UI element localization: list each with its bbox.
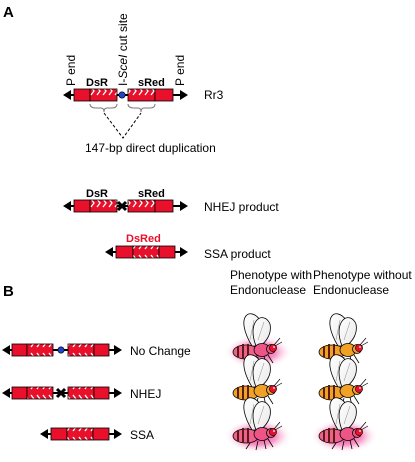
gene-label-dsr-nhej: DsR [86, 188, 108, 200]
gene-label-dsr: DsR [86, 77, 108, 89]
fly-grid [224, 313, 378, 453]
duplication-label: 147-bp direct duplication [85, 141, 216, 155]
row-label-ssa: SSA [130, 428, 154, 442]
fly-with-endonuclease-row-2 [232, 354, 283, 408]
col-without-line-2: Endonuclease [313, 283, 389, 297]
col-with-line-1: Phenotype with [230, 268, 312, 282]
row-label-nhej: NHEJ [130, 387, 161, 401]
construct-name-rr3: Rr3 [204, 88, 224, 102]
nhej-construct: DsR sRed NHEJ product [63, 188, 279, 214]
col-without-line-1: Phenotype without [313, 268, 412, 282]
gene-label-sred: sRed [138, 77, 165, 89]
fly-without-endonuclease-row-2 [318, 354, 369, 408]
cut-site-label: I-SceI cut site [116, 13, 130, 86]
panel-a-label: A [3, 4, 14, 21]
construct-name-nhej: NHEJ product [204, 200, 279, 214]
fly-with-endonuclease-row-3 [224, 397, 292, 453]
fly-without-endonuclease-row-1 [318, 313, 369, 367]
fly-eye [269, 385, 277, 393]
rr3-left-box [73, 88, 118, 102]
p-end-left-label: P end [64, 55, 78, 86]
fly-eye [355, 385, 363, 393]
row-label-no-change: No Change [130, 344, 191, 358]
cut-site-dot [118, 91, 126, 99]
row-ssa-construct [40, 427, 122, 441]
fly-eye [269, 428, 277, 436]
brace-right [127, 103, 156, 113]
row-no-change-construct [2, 343, 122, 357]
fly-eye [355, 344, 363, 352]
fly-without-endonuclease-row-3 [310, 397, 378, 453]
gene-label-dsred: DsRed [126, 233, 161, 245]
panel-b-label: B [3, 283, 14, 300]
brace-left [89, 103, 118, 113]
ssa-construct: DsRed SSA product [105, 233, 271, 261]
rr3-right-box [127, 88, 174, 102]
nhej-junction-x [116, 200, 128, 212]
fly-with-endonuclease-row-1 [224, 313, 292, 369]
duplication-dashed-lines [103, 112, 142, 139]
fly-eye [355, 428, 363, 436]
rr3-construct: P end I-SceI cut site P end DsR sRed Rr3… [63, 13, 224, 155]
row-nhej-construct [2, 386, 122, 400]
fly-eye [269, 344, 277, 352]
p-end-right-label: P end [173, 55, 187, 86]
construct-name-ssa: SSA product [204, 247, 271, 261]
gene-label-sred-nhej: sRed [138, 188, 165, 200]
col-with-line-2: Endonuclease [230, 283, 306, 297]
